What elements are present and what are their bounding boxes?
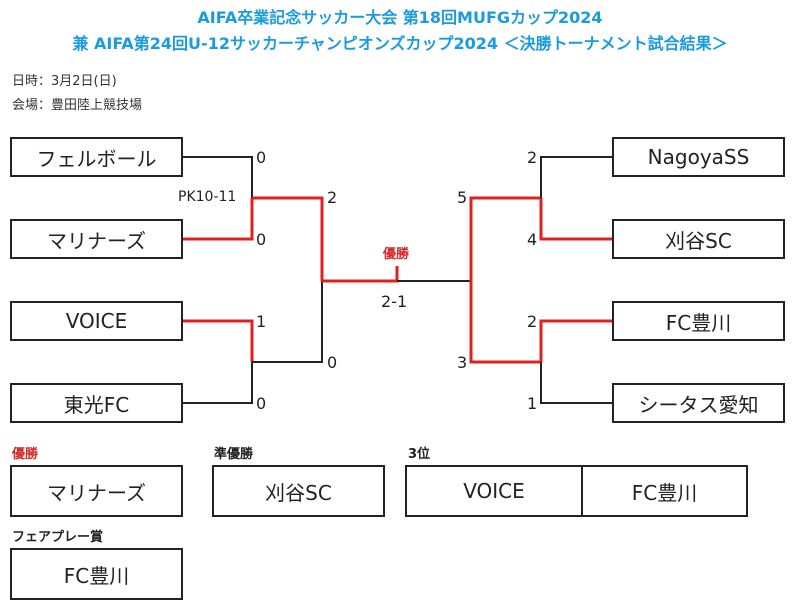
runner-up-label: 準優勝 — [214, 447, 254, 462]
team-box-right-2: 刈谷SC — [612, 219, 785, 259]
score-right-r2-2: 3 — [457, 353, 468, 372]
score-left-r1-1: 0 — [256, 148, 267, 167]
score-left-r1-4: 0 — [256, 394, 267, 413]
line-voice-win — [183, 319, 254, 362]
team-box-right-1: NagoyaSS — [612, 137, 785, 177]
final-score: 2-1 — [381, 292, 408, 311]
score-right-r2-1: 5 — [457, 188, 468, 207]
line-marinas-win — [183, 198, 254, 241]
date-text: 日時：3月2日(日) — [12, 74, 117, 89]
score-right-r1-3: 2 — [527, 312, 538, 331]
runner-up-box: 刈谷SC — [212, 465, 385, 517]
team-box-right-3: FC豊川 — [612, 301, 785, 341]
third-place-label: 3位 — [408, 447, 431, 462]
team-box-left-2: マリナーズ — [10, 219, 183, 259]
champion-box: マリナーズ — [10, 465, 183, 517]
score-left-r2-1: 2 — [327, 188, 338, 207]
line-right-r2-bottom — [469, 281, 541, 364]
title-line-2: 兼 AIFA第24回U-12サッカーチャンピオンズカップ2024 ＜決勝トーナメ… — [72, 34, 728, 53]
team-box-left-4: 東光FC — [10, 383, 183, 423]
score-left-r1-3: 1 — [256, 312, 267, 331]
line-kariya-win — [539, 198, 612, 241]
score-left-r1-2: 0 — [256, 230, 267, 249]
venue-text: 会場：豊田陸上競技場 — [12, 98, 143, 113]
line-fctoyokawa-win — [539, 319, 612, 362]
line-nagoya — [540, 156, 612, 198]
line-right-r2-top — [469, 196, 541, 281]
fairplay-label: フェアプレー賞 — [12, 530, 104, 545]
line-toko — [183, 362, 253, 404]
third-place-box-2: FC豊川 — [581, 465, 748, 517]
line-left-r2-top — [252, 196, 324, 281]
title-line-1: AIFA卒業記念サッカー大会 第18回MUFGカップ2024 — [197, 8, 603, 27]
pk-score: PK10-11 — [178, 189, 237, 205]
team-box-right-4: シータス愛知 — [612, 383, 785, 423]
line-left-r2-bottom — [252, 281, 323, 363]
line-final-left — [322, 266, 399, 283]
score-left-r2-2: 0 — [327, 353, 338, 372]
team-box-left-3: VOICE — [10, 301, 183, 341]
line-ferball — [183, 156, 253, 198]
score-right-r1-2: 4 — [527, 230, 538, 249]
fairplay-box: FC豊川 — [10, 548, 183, 600]
score-right-r1-1: 2 — [527, 148, 538, 167]
team-box-left-1: フェルボール — [10, 137, 183, 177]
champion-label: 優勝 — [12, 447, 39, 462]
final-winner-label: 優勝 — [383, 247, 410, 262]
score-right-r1-4: 1 — [527, 394, 538, 413]
third-place-box-1: VOICE — [405, 465, 583, 517]
line-cetus — [540, 362, 612, 404]
